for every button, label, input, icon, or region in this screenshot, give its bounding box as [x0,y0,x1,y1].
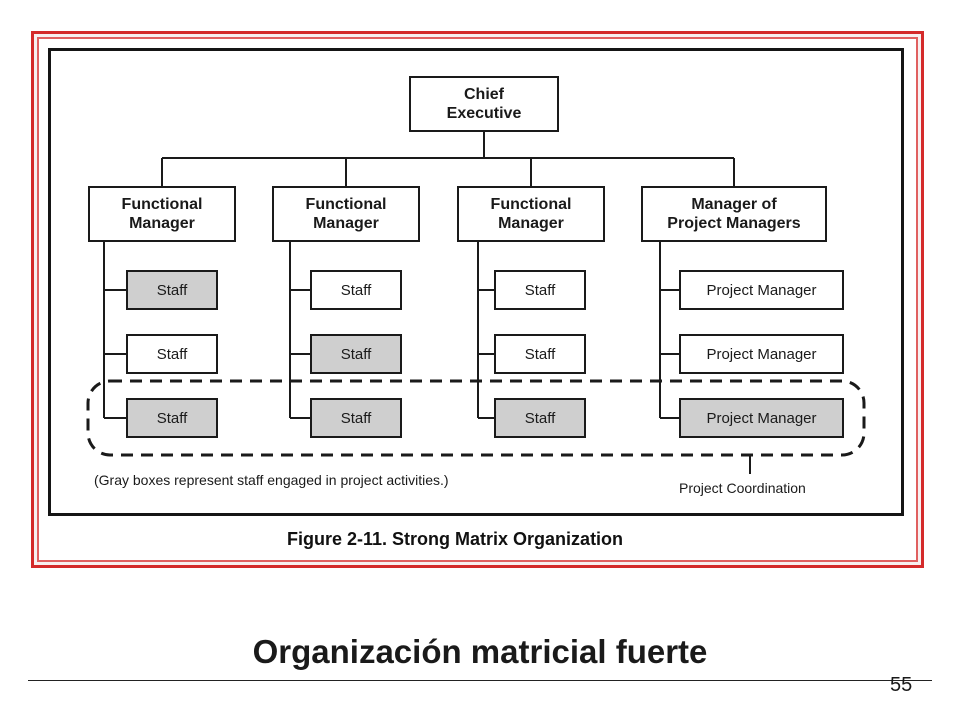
engaged-subordinate-box: Staff [494,398,586,438]
engaged-subordinate-box: Project Manager [679,398,844,438]
subordinate-box: Project Manager [679,334,844,374]
subordinate-box: Staff [494,334,586,374]
manager-box: Functional Manager [457,186,605,242]
chief-executive-box: Chief Executive [409,76,559,132]
legend-note: (Gray boxes represent staff engaged in p… [94,472,449,488]
engaged-subordinate-box: Staff [310,334,402,374]
slide-title: Organización matricial fuerte [252,633,708,670]
subordinate-box: Staff [494,270,586,310]
subordinate-box: Staff [126,334,218,374]
footer-rule [28,680,932,681]
manager-box: Functional Manager [88,186,236,242]
project-coordination-outline [86,379,866,457]
subordinate-box: Staff [310,270,402,310]
manager-box: Manager of Project Managers [641,186,827,242]
manager-box: Functional Manager [272,186,420,242]
figure-caption: Figure 2-11. Strong Matrix Organization [287,529,624,549]
engaged-subordinate-box: Staff [310,398,402,438]
engaged-subordinate-box: Staff [126,270,218,310]
subordinate-box: Project Manager [679,270,844,310]
engaged-subordinate-box: Staff [126,398,218,438]
page-number: 55 [890,674,913,696]
project-coordination-label: Project Coordination [679,480,806,496]
